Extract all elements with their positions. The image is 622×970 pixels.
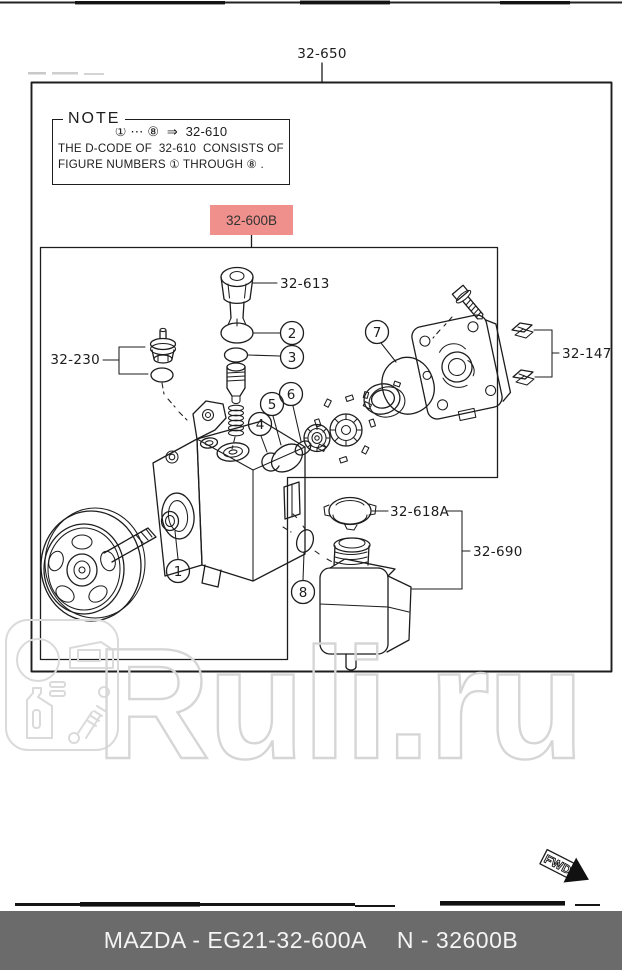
- svg-text:8: 8: [299, 585, 308, 601]
- rear-plate-drawing: [411, 314, 512, 422]
- label-32-618A: 32-618A: [390, 504, 450, 520]
- o-ring-callout-8: 8: [282, 526, 335, 605]
- note-rule-line: ① ⋯ ⑧ ⇒ 32-610: [114, 124, 228, 139]
- svg-text:3: 3: [288, 350, 297, 366]
- relief-spring-drawing: [227, 404, 245, 450]
- note-box: NOTE ① ⋯ ⑧ ⇒ 32-610 THE D-CODE OF 32-610…: [52, 110, 290, 185]
- highlighted-part-code-32-600B[interactable]: 32-600B: [210, 205, 293, 235]
- note-text-line-2: THE D-CODE OF 32-610 CONSISTS OF: [58, 141, 284, 155]
- label-32-613: 32-613: [280, 276, 330, 292]
- svg-text:7: 7: [373, 325, 382, 341]
- fwd-arrow: FWD: [539, 848, 589, 883]
- o-ring-3: [223, 347, 281, 363]
- bolt-drawing: [432, 284, 484, 339]
- reservoir-cap-32-618A: 32-618A 32-690: [323, 496, 523, 590]
- reservoir-bottle-drawing: [319, 537, 412, 671]
- footer-part-number: MAZDA - EG21-32-600A: [103, 927, 367, 953]
- joint-32-230-group: 32-230: [50, 327, 188, 421]
- bearing-drawing: [303, 423, 331, 453]
- rotor-vanes-drawing: [313, 394, 377, 464]
- svg-text:5: 5: [268, 397, 277, 413]
- footer-bar: MAZDA - EG21-32-600A N - 32600B: [0, 911, 622, 970]
- outer-box-32-650: 32-650: [30, 46, 613, 673]
- label-32-147: 32-147: [562, 346, 612, 362]
- relief-valve-drawing: [226, 362, 246, 405]
- footer-catalog-number: N - 32600B: [396, 927, 519, 953]
- clips-32-147-group: 32-147: [511, 322, 612, 386]
- label-32-690: 32-690: [473, 544, 523, 560]
- bottom-scan-artifact: [15, 901, 600, 907]
- inner-box-32-600B: [39, 234, 499, 661]
- pump-cap-32-613-drawing: 32-613: [220, 266, 330, 327]
- watermark-text: Ruli.ru: [96, 616, 582, 792]
- o-ring-2: [220, 322, 281, 344]
- note-title: NOTE: [63, 110, 126, 128]
- pulley-drawing: [40, 507, 157, 622]
- callout-2: 2: [279, 320, 305, 346]
- o-ring-callout-5: 5: [259, 391, 304, 473]
- label-32-230: 32-230: [50, 352, 100, 368]
- watermark-logo: [5, 619, 119, 751]
- shaft-seal-callout-1: 1: [160, 510, 191, 584]
- cam-ring-drawing: [362, 380, 406, 418]
- svg-text:2: 2: [288, 326, 297, 342]
- top-scan-artifact: [0, 0, 622, 75]
- svg-text:6: 6: [287, 387, 296, 403]
- svg-text:4: 4: [256, 417, 265, 433]
- callout-1: 1: [174, 564, 183, 580]
- label-32-650: 32-650: [297, 46, 347, 62]
- note-text-line-3: FIGURE NUMBERS ① THROUGH ⑧ .: [58, 158, 264, 171]
- callout-3: 3: [279, 344, 305, 370]
